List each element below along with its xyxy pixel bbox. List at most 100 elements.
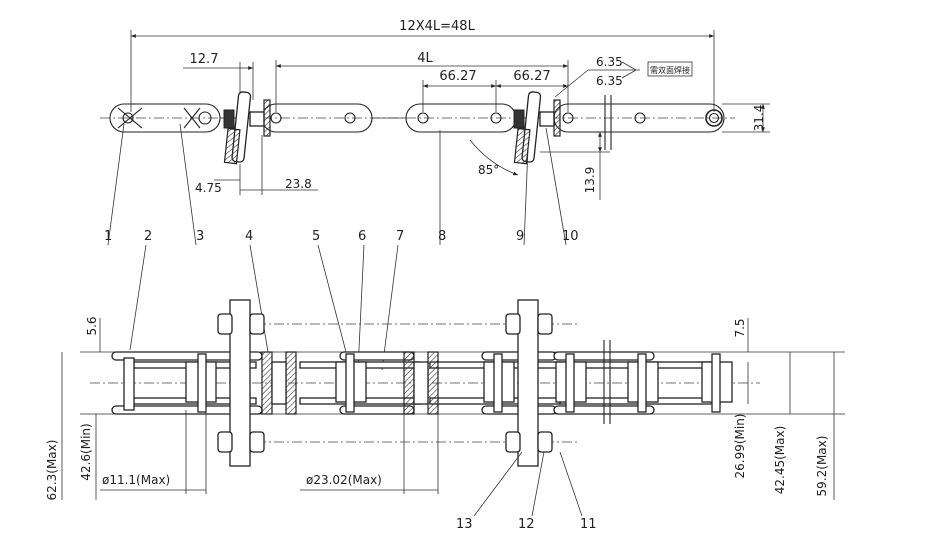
pin-hole: [634, 112, 646, 124]
bolt-nut: [217, 313, 233, 335]
inner-width-min-label: 26.99(Min): [733, 413, 747, 478]
pin-hole: [490, 112, 502, 124]
pin-hole: [344, 112, 356, 124]
plate-gap-right-label: 7.5: [733, 318, 747, 337]
part-label-7: 7: [396, 229, 404, 244]
flight-weld: [513, 127, 531, 165]
bolt-washer: [553, 99, 561, 137]
part-label-4: 4: [245, 229, 253, 244]
depth-label: 13.9: [583, 167, 597, 194]
plate-gap-label: 5.6: [85, 316, 99, 335]
angle-label: 85°: [478, 163, 499, 177]
overall-length-label: 12X4L=48L: [399, 19, 475, 34]
flight-thickness-label: 12.7: [190, 52, 219, 67]
leader-line: [545, 127, 567, 246]
bolt-nut: [223, 109, 235, 129]
angle-arc: [469, 139, 519, 176]
leader-line: [473, 451, 523, 517]
bolt-nut: [537, 431, 553, 453]
pin: [565, 353, 575, 413]
pin: [493, 353, 503, 413]
leader-line: [249, 244, 269, 353]
leader-line: [107, 123, 125, 246]
leader-line: [317, 244, 347, 353]
pin: [637, 353, 647, 413]
connector-link: [261, 351, 273, 415]
section-length-label: 4L: [417, 51, 433, 66]
inner-width-max-label: 42.45(Max): [773, 426, 787, 495]
connector-roller: [413, 361, 429, 405]
attachment-plate: [229, 299, 251, 467]
leader-line: [523, 147, 529, 246]
part-label-2: 2: [144, 229, 152, 244]
part-label-3: 3: [196, 229, 204, 244]
pin-dia-label: ø11.1(Max): [102, 473, 170, 487]
weld-note-text: 需双面焊接: [650, 65, 690, 75]
attachment-plate: [517, 299, 539, 467]
part-label-12: 12: [518, 517, 535, 532]
flight-right: [513, 91, 542, 165]
weld-size-1: 6.35: [596, 55, 623, 69]
weld-note-box: [647, 61, 693, 77]
connector-link: [427, 351, 439, 415]
bolt-nut: [505, 313, 521, 335]
connector-link: [403, 351, 415, 415]
bolt-head: [539, 111, 555, 127]
cross-mark: [183, 107, 201, 129]
pin: [197, 353, 207, 413]
pin-hole-inner: [708, 112, 720, 124]
part-label-11: 11: [580, 517, 597, 532]
width-max-left-label: 62.3(Max): [45, 440, 59, 501]
pin-hole: [562, 112, 574, 124]
pin-hole: [198, 111, 212, 125]
leader-line: [179, 123, 197, 246]
bolt-nut: [537, 313, 553, 335]
leader-line: [381, 244, 399, 371]
weld-symbol-icon: [621, 61, 637, 79]
flight-offset-label: 23.8: [285, 177, 312, 191]
leader-line: [559, 451, 583, 517]
pin-hole: [270, 112, 282, 124]
connector-roller: [271, 361, 287, 405]
pitch-label-1: 66.27: [439, 69, 476, 84]
bolt-nut: [505, 431, 521, 453]
part-label-9: 9: [516, 229, 524, 244]
part-label-10: 10: [562, 229, 579, 244]
part-label-8: 8: [438, 229, 446, 244]
pitch-label-2: 66.27: [513, 69, 550, 84]
leader-line: [357, 244, 365, 371]
pin: [711, 353, 721, 413]
leader-line: [129, 244, 147, 351]
part-label-6: 6: [358, 229, 366, 244]
offset-small-label: 4.75: [195, 181, 222, 195]
pin: [123, 357, 135, 411]
cross-mark: [117, 107, 143, 129]
bolt-nut: [249, 431, 265, 453]
flight-weld: [223, 127, 241, 165]
weld-leader: [554, 69, 589, 98]
pin: [345, 353, 355, 413]
roller-dia-label: ø23.02(Max): [306, 473, 382, 487]
overall-width-max-label: 59.2(Max): [815, 436, 829, 497]
bolt-washer: [263, 99, 271, 137]
connector-link: [285, 351, 297, 415]
part-callouts-top: 1 2 3 4 5 6 7 8 9 10: [104, 123, 579, 371]
part-label-1: 1: [104, 229, 112, 244]
bolt-nut: [217, 431, 233, 453]
pin-hole: [705, 109, 723, 127]
height-label: 31.4: [752, 105, 766, 132]
top-view: 12X4L=48L 4L 66.27 66.27 12.7 6.35 6.35 …: [100, 19, 770, 200]
leader-line: [531, 451, 545, 517]
pin-hole: [122, 112, 134, 124]
bolt-nut: [249, 313, 265, 335]
width-min-left-label: 42.6(Min): [79, 423, 93, 480]
pin-hole: [417, 112, 429, 124]
part-label-5: 5: [312, 229, 320, 244]
bolt-nut: [513, 109, 525, 129]
part-label-13: 13: [456, 517, 473, 532]
front-view: 5.6 62.3(Max) 42.6(Min) ø11.1(Max) ø23.0…: [45, 299, 845, 501]
bolt-head: [249, 111, 265, 127]
flight-left: [223, 91, 252, 165]
part-callouts-bottom: 13 12 11: [456, 451, 597, 532]
